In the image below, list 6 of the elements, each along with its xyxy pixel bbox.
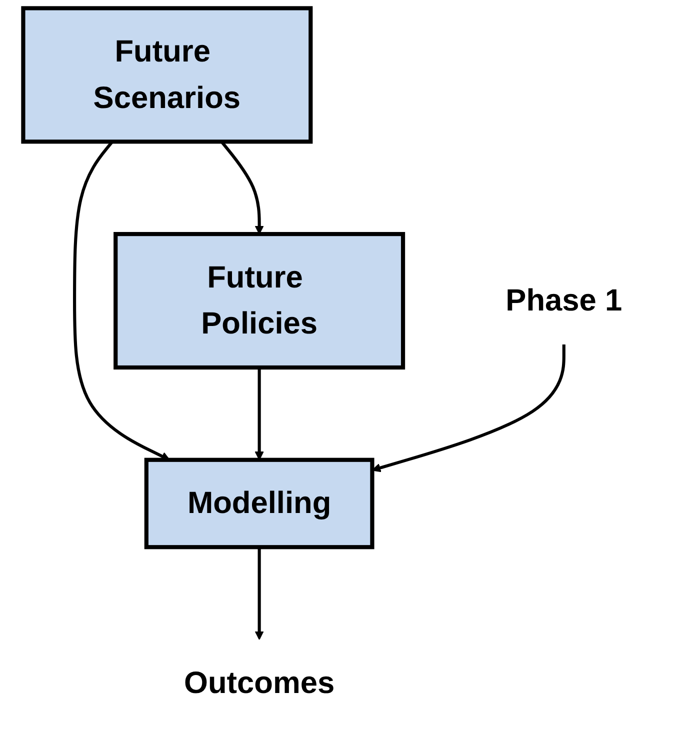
node-text: Phase 1 [506,284,622,318]
node-box: Future Scenarios [21,6,313,144]
arrow [255,547,264,640]
node-text: Outcomes [184,666,335,700]
node-box: Future Policies [114,232,406,370]
node-box: Modelling [144,458,375,550]
